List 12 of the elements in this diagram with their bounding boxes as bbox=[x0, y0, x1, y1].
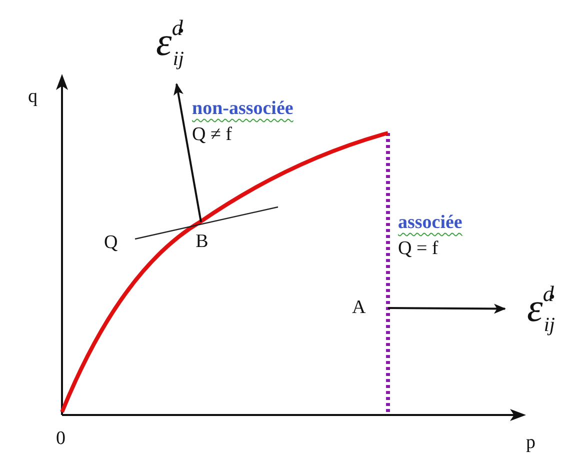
rule-label: non-associée bbox=[192, 98, 294, 120]
axis-label: q bbox=[28, 86, 38, 108]
axis-label: Q ≠ f bbox=[192, 124, 232, 146]
axis-label: Q bbox=[104, 232, 118, 254]
point-label: B bbox=[196, 231, 208, 253]
arrow bbox=[388, 304, 506, 314]
axis-label: Q = f bbox=[398, 238, 438, 260]
arrow bbox=[174, 83, 202, 222]
rule-label: associée bbox=[398, 212, 462, 234]
axis-label: p bbox=[526, 432, 536, 454]
point-label: A bbox=[352, 297, 366, 319]
axis-label: 0 bbox=[56, 428, 66, 450]
